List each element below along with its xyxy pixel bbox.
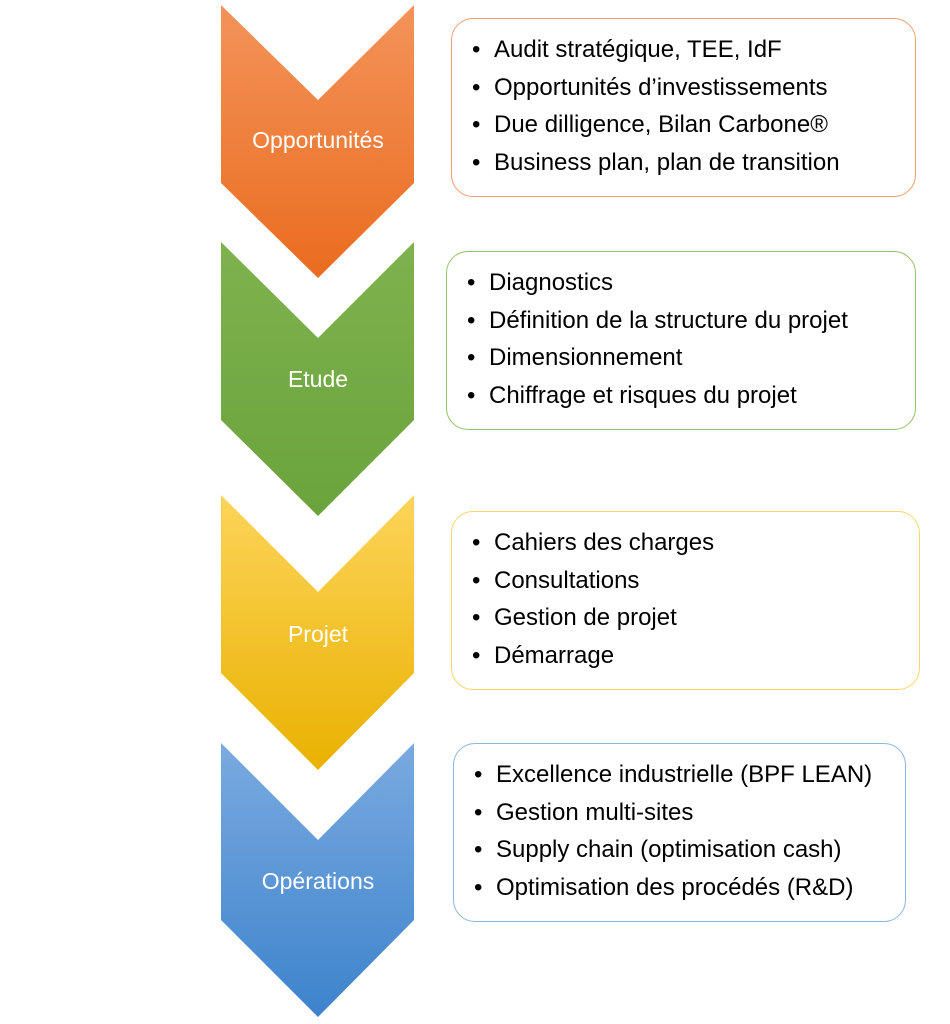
list-item: •Business plan, plan de transition [472, 148, 840, 176]
stage-label-operations: Opérations [261, 868, 375, 894]
stage-box-etude: •Diagnostics •Définition de la structure… [446, 251, 916, 430]
list-item: •Diagnostics [467, 269, 614, 296]
list-item: •Cahiers des charges [472, 529, 715, 556]
stage-label-etude: Etude [287, 366, 349, 392]
list-item: •Audit stratégique, TEE, IdF [472, 36, 782, 63]
list-item: •Optimisation des procédés (R&D) [474, 873, 854, 901]
stage-list-operations: •Excellence industrielle (BPF LEAN) •Ges… [474, 756, 905, 906]
chevron-opportunites [221, 5, 414, 278]
stage-label-projet: Projet [287, 621, 349, 647]
chevron-projet [221, 495, 414, 770]
stage-box-projet: •Cahiers des charges •Consultations •Ges… [451, 511, 920, 690]
chevron-operations [221, 743, 414, 1017]
list-item: •Excellence industrielle (BPF LEAN) [474, 761, 873, 788]
list-item: •Due dilligence, Bilan Carbone® [472, 111, 828, 138]
stage-list-opportunites: •Audit stratégique, TEE, IdF •Opportunit… [472, 31, 915, 181]
list-item: •Gestion multi-sites [474, 798, 694, 826]
stage-box-operations: •Excellence industrielle (BPF LEAN) •Ges… [453, 743, 906, 922]
list-item: •Définition de la structure du projet [467, 306, 848, 334]
list-item: •Démarrage [472, 641, 615, 669]
stage-label-opportunites: Opportunités [252, 127, 384, 153]
stage-list-etude: •Diagnostics •Définition de la structure… [467, 264, 915, 414]
list-item: •Gestion de projet [472, 604, 677, 631]
list-item: •Opportunités d’investissements [472, 73, 828, 101]
list-item: •Consultations [472, 566, 640, 594]
stage-list-projet: •Cahiers des charges •Consultations •Ges… [472, 524, 919, 674]
list-item: •Chiffrage et risques du projet [467, 381, 797, 409]
chevron-etude [221, 242, 414, 516]
list-item: •Dimensionnement [467, 344, 683, 371]
stage-box-opportunites: •Audit stratégique, TEE, IdF •Opportunit… [451, 18, 916, 197]
list-item: •Supply chain (optimisation cash) [474, 836, 842, 863]
